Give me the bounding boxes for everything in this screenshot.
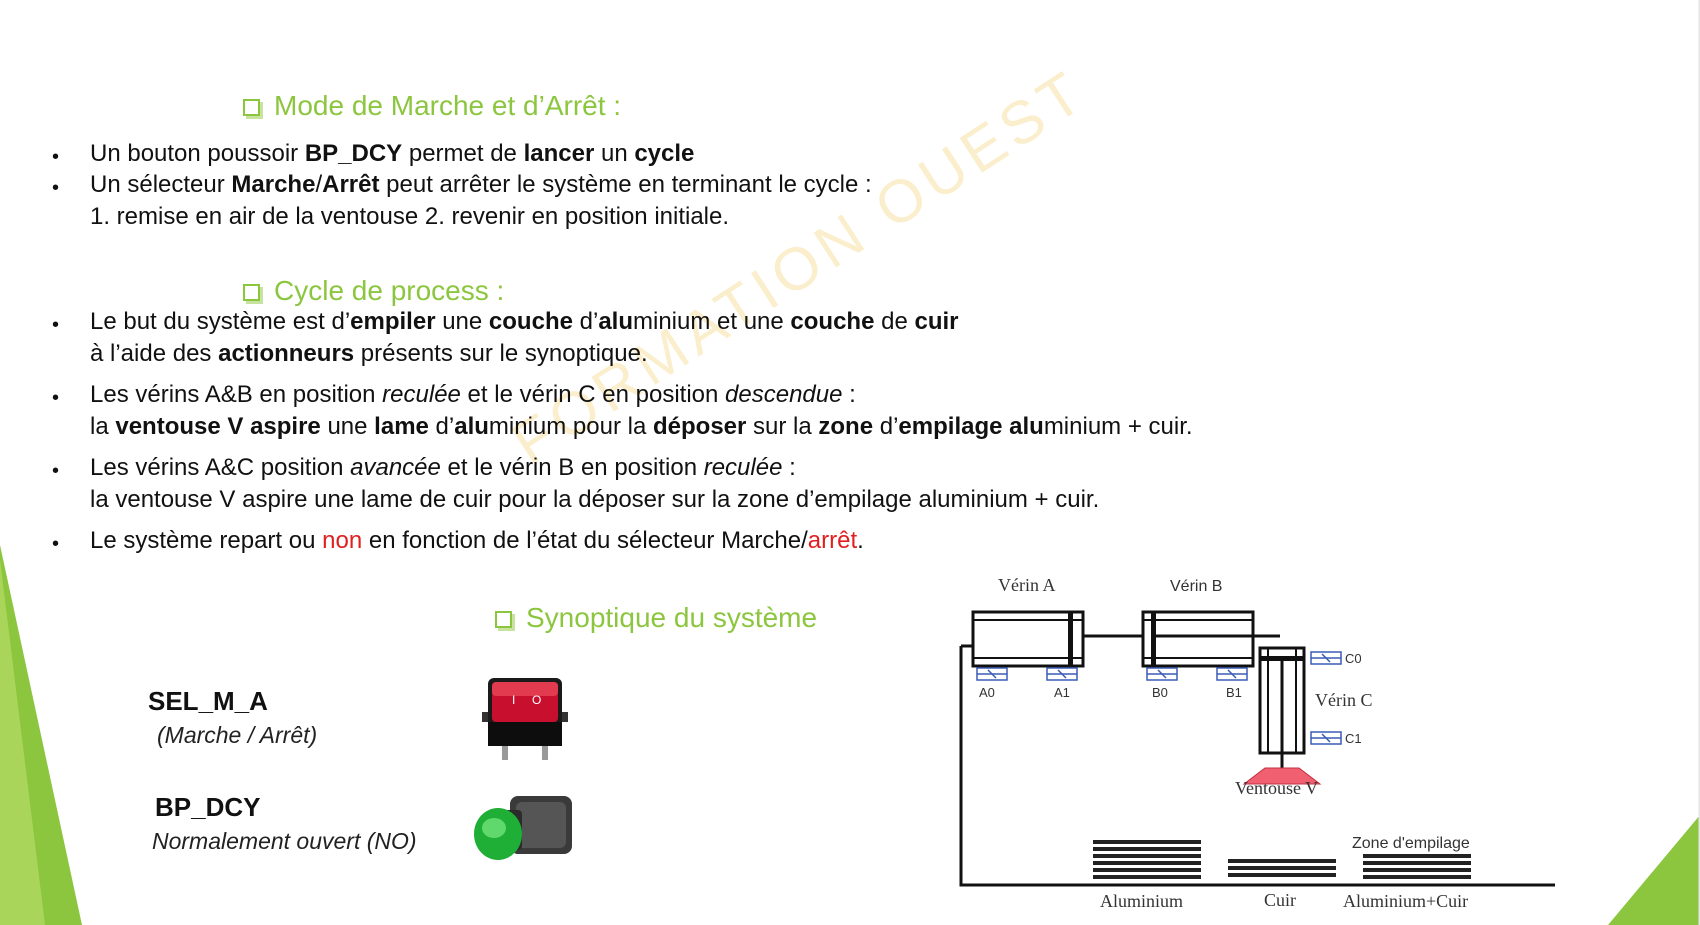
bp-dcy-description: Normalement ouvert (NO) <box>152 828 417 854</box>
text-line-ab-reculee-cont: la ventouse V aspire une lame d’aluminiu… <box>90 413 1193 440</box>
sensor-c0-label: C0 <box>1345 651 1362 666</box>
text-line-selecteur-cont: 1. remise en air de la ventouse 2. reven… <box>90 203 730 230</box>
verin-a-piston <box>1068 612 1073 666</box>
verin-a-label: Vérin A <box>998 575 1056 595</box>
text-line-bp-dcy: Un bouton poussoir BP_DCY permet de lanc… <box>90 140 695 167</box>
text-line-but-cont: à l’aide des actionneurs présents sur le… <box>90 340 648 367</box>
frame-line <box>959 646 1555 887</box>
stack-cuir <box>1228 859 1336 877</box>
text-line-but: Le but du système est d’empiler une couc… <box>90 308 959 335</box>
ventouse-label: Ventouse V <box>1235 778 1318 798</box>
left-green-triangle-light <box>0 560 45 925</box>
verin-b-piston <box>1151 612 1156 666</box>
stack-aluminium-cuir <box>1363 854 1471 879</box>
text-line-repart: Le système repart ou non en fonction de … <box>90 527 864 554</box>
text-line-selecteur: Un sélecteur Marche/Arrêt peut arrêter l… <box>90 171 872 198</box>
bullet-dot: • <box>52 146 60 168</box>
section-heading-synoptique: Synoptique du système <box>495 602 817 634</box>
bullet-dot: • <box>52 177 60 199</box>
bullet-dot: • <box>52 314 60 336</box>
sel-m-a-label: SEL_M_A <box>148 686 268 716</box>
sensor-c1-label: C1 <box>1345 731 1362 746</box>
sensor-b0-label: B0 <box>1152 685 1168 700</box>
sel-m-a-description: (Marche / Arrêt) <box>157 722 318 748</box>
checkbox-bullet-icon <box>243 284 260 301</box>
text-line-ac-avancee-cont: la ventouse V aspire une lame de cuir po… <box>90 486 1100 513</box>
section-heading-cycle: Cycle de process : <box>243 275 504 307</box>
aluminium-label: Aluminium <box>1100 891 1183 911</box>
text-line-ac-avancee: Les vérins A&C position avancée et le vé… <box>90 454 796 481</box>
switch-mark-on: I <box>512 693 515 707</box>
zone-empilage-label: Zone d'empilage <box>1352 835 1470 852</box>
cuir-label: Cuir <box>1264 890 1296 910</box>
ventouse-shape <box>1242 767 1322 785</box>
bullet-dot: • <box>52 387 60 409</box>
section-heading-mode: Mode de Marche et d’Arrêt : <box>243 90 621 122</box>
bullet-dot: • <box>52 533 60 555</box>
rocker-switch-icon: I O <box>482 678 568 760</box>
stack-aluminium <box>1093 840 1201 879</box>
bp-dcy-label: BP_DCY <box>155 792 261 822</box>
sensor-a1-label: A1 <box>1054 685 1070 700</box>
verin-c-piston <box>1260 656 1304 661</box>
right-green-triangle <box>1608 815 1700 925</box>
synoptic-diagram: Vérin A Vérin B A0 A1 B0 B1 Vérin C <box>959 575 1555 911</box>
sensor-b1-label: B1 <box>1226 685 1242 700</box>
checkbox-bullet-icon <box>495 611 512 628</box>
green-push-button-icon <box>474 796 572 860</box>
verin-b-label: Vérin B <box>1170 578 1222 595</box>
aluminium-cuir-label: Aluminium+Cuir <box>1343 891 1468 911</box>
checkbox-bullet-icon <box>243 99 260 116</box>
switch-mark-off: O <box>532 693 541 707</box>
bullet-dot: • <box>52 460 60 482</box>
text-line-ab-reculee: Les vérins A&B en position reculée et le… <box>90 381 856 408</box>
verin-c-label: Vérin C <box>1315 690 1373 710</box>
sensor-a0-label: A0 <box>979 685 995 700</box>
